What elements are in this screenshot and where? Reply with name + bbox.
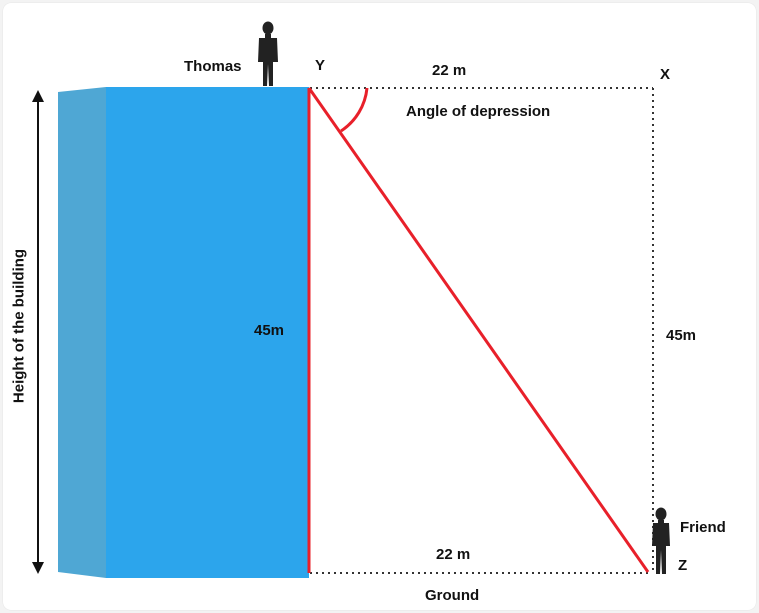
point-x-label: X [660,66,671,83]
thomas-label: Thomas [184,58,242,75]
building-height-axis-label: Height of the building [10,248,28,404]
top-distance-label: 22 m [432,62,467,79]
point-y-label: Y [315,57,326,74]
right-height-label: 45m [666,327,697,344]
friend-label: Friend [680,519,726,536]
angle-of-depression-label: Angle of depression [406,103,551,120]
angle-of-depression-arc [340,87,369,133]
friend-person-icon [652,507,670,574]
building-side-face [58,87,106,578]
arrow-head-up [32,90,44,102]
line-of-sight [307,87,650,573]
point-z-label: Z [678,557,688,574]
bottom-distance-label: 22 m [436,546,471,563]
building-front-face [106,87,309,578]
ground-label: Ground [425,587,480,604]
thomas-person-icon [258,21,278,86]
arrow-head-down [32,562,44,574]
building-height-value-label: 45m [254,322,285,339]
